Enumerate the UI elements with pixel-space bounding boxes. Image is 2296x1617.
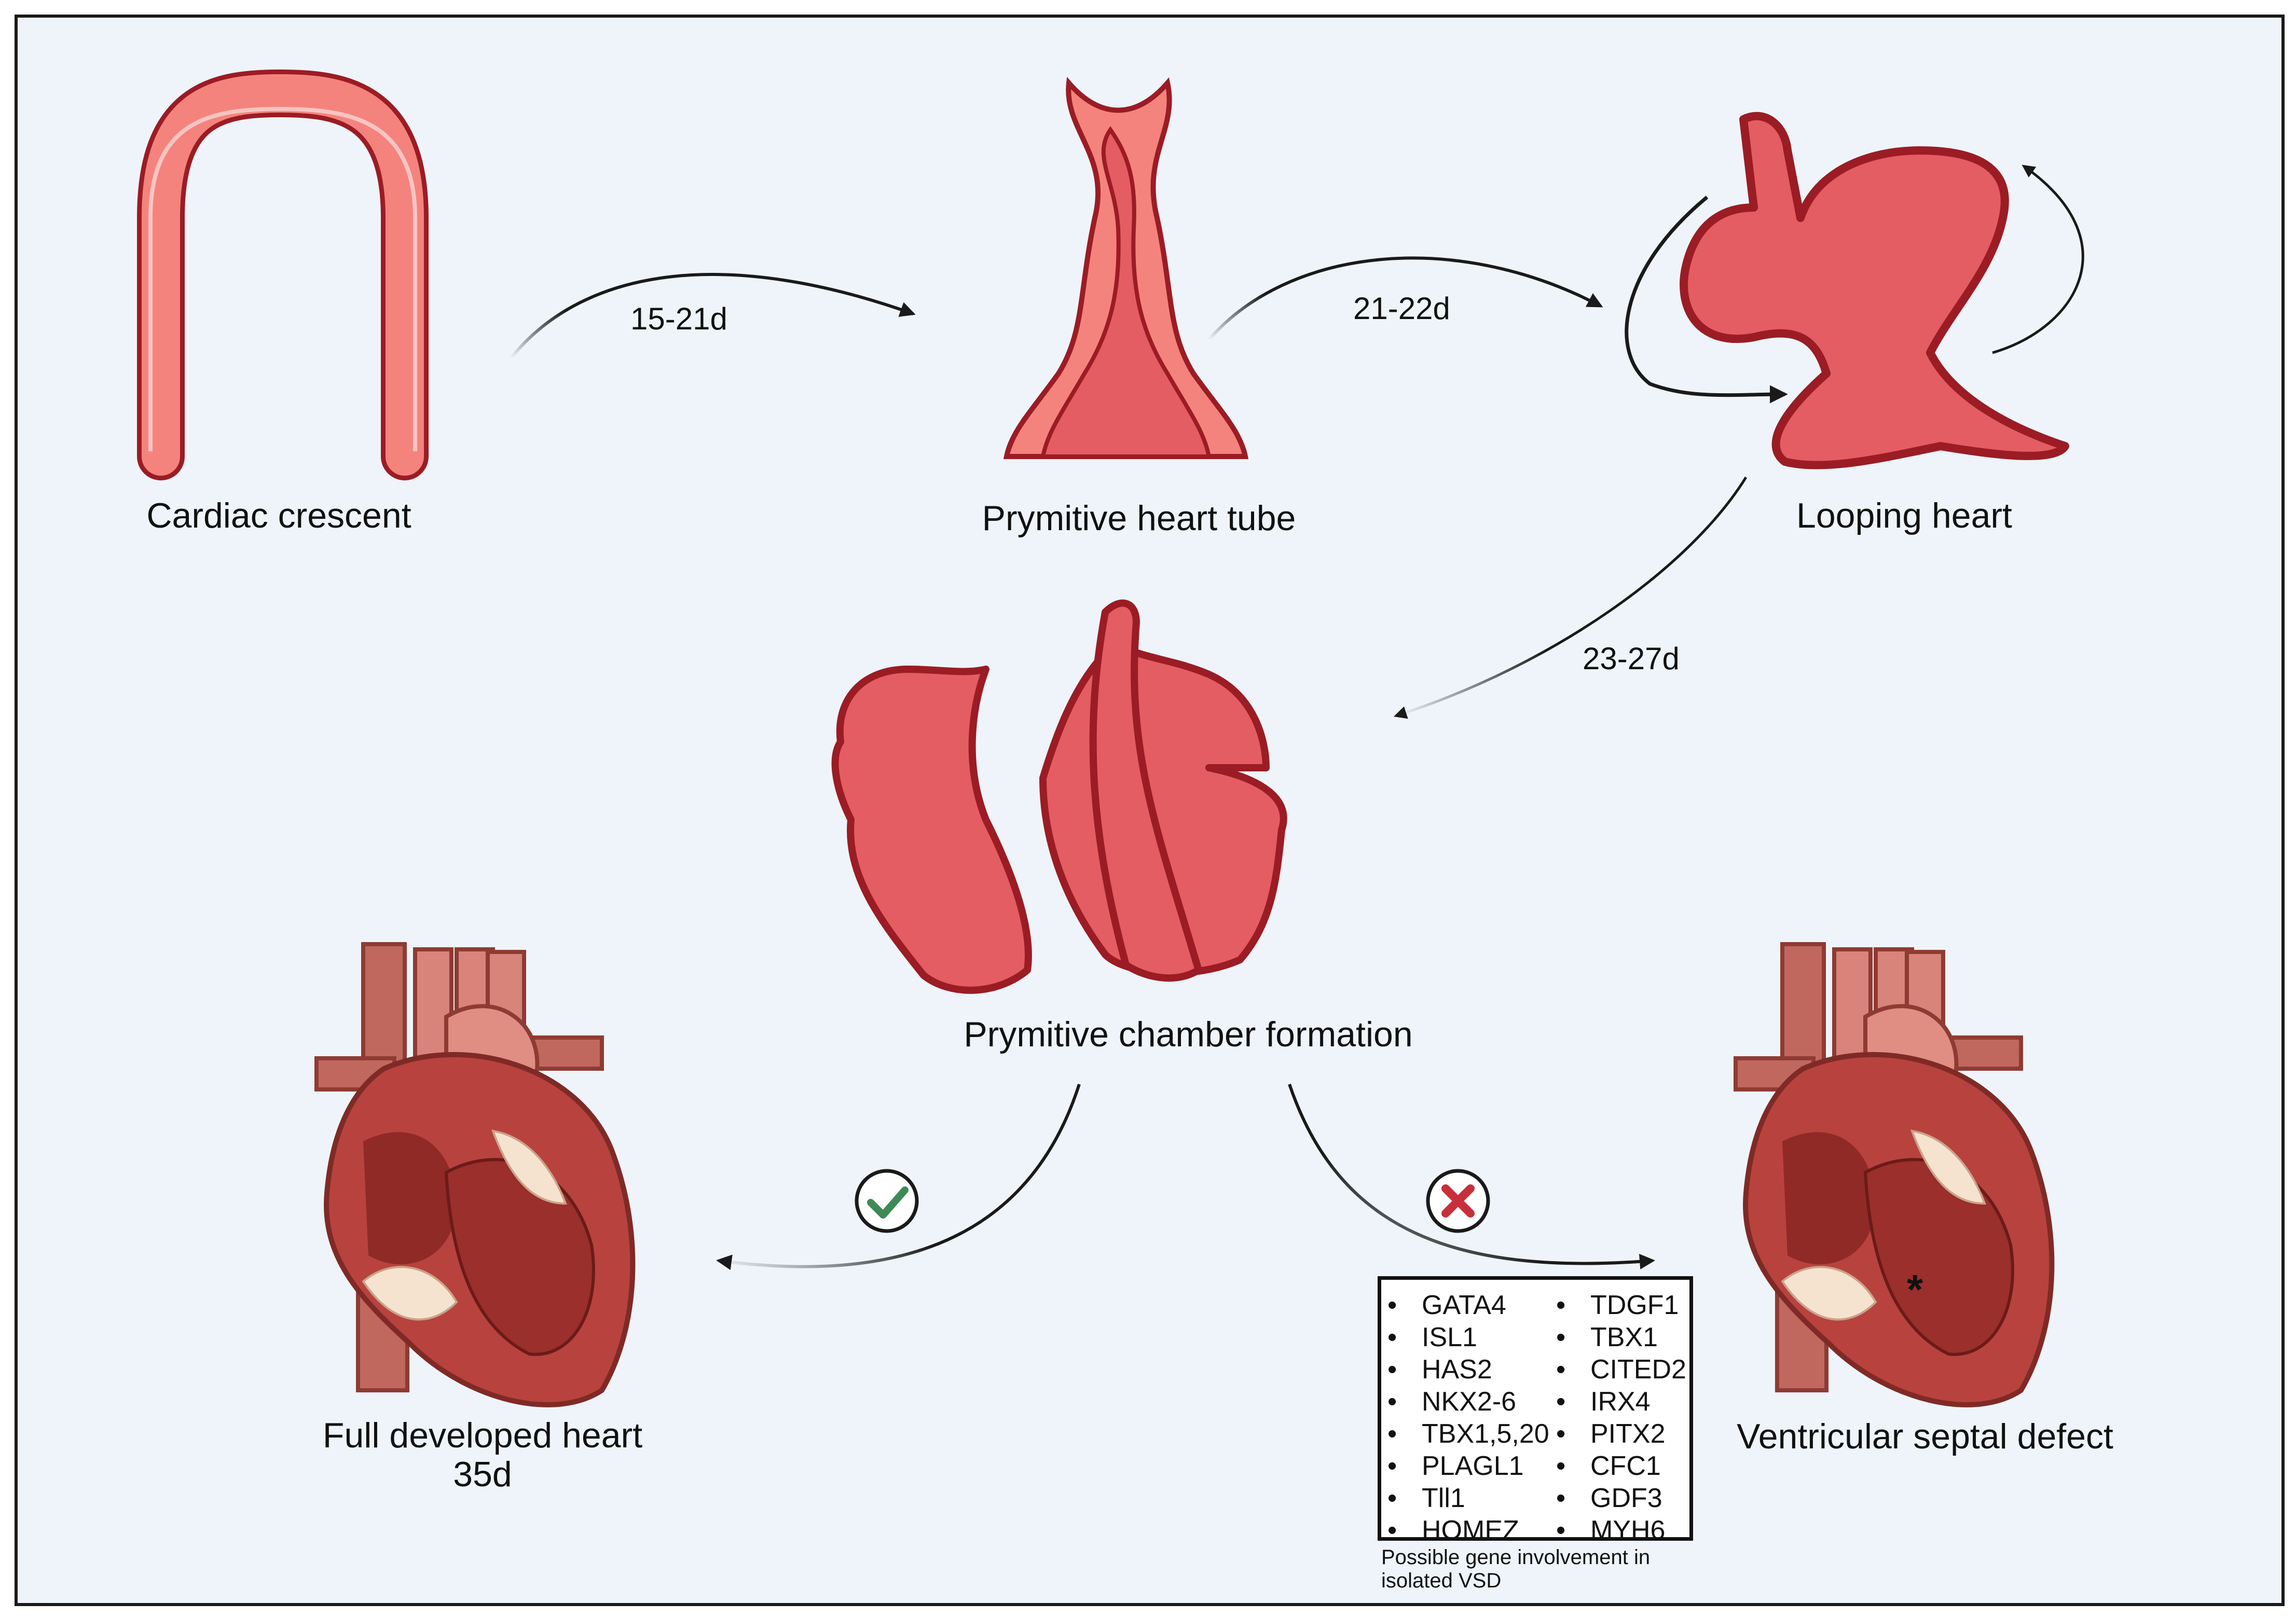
arrow-looping-to-chamber [1394,476,1748,719]
arrow-crescent-to-tube [510,273,916,359]
gene-list-caption: Possible gene involvement in isolated VS… [1381,1546,1651,1592]
label-full-heart: Full developed heart 35d [249,1416,716,1494]
gene-item: HAS2 [1381,1353,1549,1386]
label-cardiac-crescent: Cardiac crescent [146,496,411,535]
arrow-chamber-to-full-heart [716,1084,1081,1270]
chamber-formation-illustration [831,599,1287,994]
gene-item: PITX2 [1550,1418,1686,1450]
label-looping-heart: Looping heart [1796,496,2012,535]
primitive-heart-tube-illustration [1003,76,1249,459]
gene-item: TDGF1 [1550,1289,1686,1321]
vsd-heart-illustration [1734,942,2055,1407]
gene-item: CITED2 [1550,1353,1686,1386]
label-vsd: Ventricular septal defect [1737,1417,2113,1456]
gene-item: HOMEZ [1381,1514,1549,1546]
gene-list-left: GATA4 ISL1 HAS2 NKX2-6 TBX1,5,20 PLAGL1 … [1381,1289,1549,1546]
gene-item: NKX2-6 [1381,1386,1549,1418]
gene-item: Tll1 [1381,1482,1549,1514]
defect-asterisk: * [1907,1266,1923,1312]
arrow-tube-to-looping [1207,256,1603,341]
gene-item: TBX1,5,20 [1381,1418,1549,1450]
gene-list-box: GATA4 ISL1 HAS2 NKX2-6 TBX1,5,20 PLAGL1 … [1378,1276,1693,1546]
timing-label-23-27d: 23-27d [1583,641,1680,676]
label-full-heart-line2: 35d [453,1455,512,1494]
gene-item: GATA4 [1381,1289,1549,1321]
label-chamber-formation: Prymitive chamber formation [964,1015,1413,1054]
check-mark-icon [855,1169,919,1233]
gene-item: CFC1 [1550,1450,1686,1482]
timing-label-21-22d: 21-22d [1353,291,1450,326]
gene-item: PLAGL1 [1381,1450,1549,1482]
cardiac-crescent-illustration [137,69,429,480]
cross-mark-icon [1426,1169,1490,1233]
full-developed-heart-illustration [314,942,636,1407]
label-full-heart-line1: Full developed heart [322,1416,643,1455]
gene-item: MYH6 [1550,1514,1686,1546]
label-primitive-heart-tube: Prymitive heart tube [982,499,1296,538]
gene-item: IRX4 [1550,1386,1686,1418]
gene-item: GDF3 [1550,1482,1686,1514]
gene-item: TBX1 [1550,1321,1686,1353]
looping-heart-illustration [1625,112,2084,469]
timing-label-15-21d: 15-21d [630,301,727,336]
gene-item: ISL1 [1381,1321,1549,1353]
gene-list-right: TDGF1 TBX1 CITED2 IRX4 PITX2 CFC1 GDF3 M… [1550,1289,1686,1546]
arrow-chamber-to-vsd [1288,1084,1655,1269]
